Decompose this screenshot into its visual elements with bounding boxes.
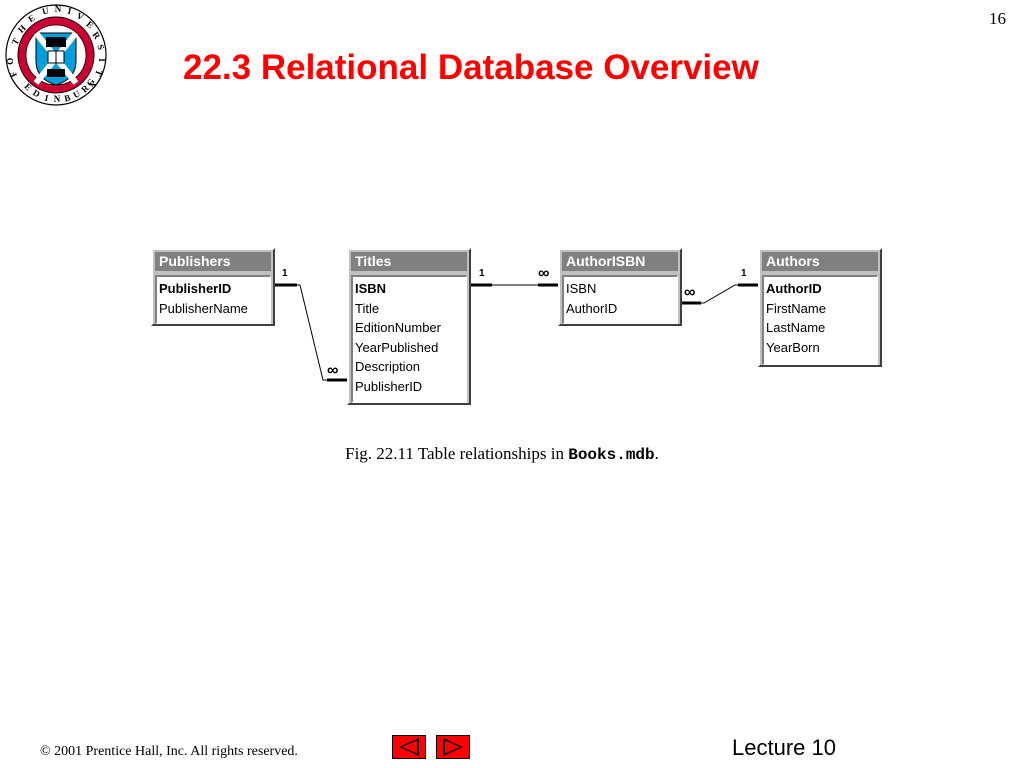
- table-publishers-header[interactable]: Publishers: [155, 252, 271, 271]
- field-yearborn[interactable]: YearBorn: [766, 339, 820, 355]
- svg-text:R: R: [90, 30, 102, 41]
- table-authorisbn[interactable]: AuthorISBN ISBN AuthorID: [558, 248, 682, 326]
- svg-text:D: D: [31, 87, 42, 99]
- rel-publishers-titles-line: [297, 284, 327, 381]
- table-authors-fields: AuthorID FirstName LastName YearBorn: [762, 275, 878, 365]
- table-authorisbn-fields: ISBN AuthorID: [562, 275, 678, 324]
- field-yearpublished[interactable]: YearPublished: [355, 339, 439, 355]
- field-firstname[interactable]: FirstName: [766, 300, 826, 316]
- arrow-right-icon: [443, 738, 463, 756]
- field-publishername[interactable]: PublisherName: [159, 300, 248, 316]
- university-seal-icon: T H E U N I V E R S I T Y O F E D I N B …: [5, 4, 107, 106]
- field-authorid[interactable]: AuthorID: [766, 281, 822, 296]
- svg-text:E: E: [22, 81, 33, 92]
- next-slide-button[interactable]: [436, 735, 470, 759]
- lecture-label: Lecture 10: [732, 735, 836, 760]
- field-editionnumber[interactable]: EditionNumber: [355, 320, 441, 336]
- field-publisherid[interactable]: PublisherID: [159, 281, 232, 296]
- field-title[interactable]: Title: [355, 300, 380, 316]
- university-logo: T H E U N I V E R S I T Y O F E D I N B …: [2, 3, 110, 107]
- rel-publishers-one-label: 1: [282, 268, 288, 279]
- slide-number: 16: [989, 9, 1006, 28]
- rel-authorisbn-authorid-many-label: ∞: [684, 284, 696, 301]
- svg-text:R: R: [79, 83, 91, 95]
- field-authorisbn-isbn[interactable]: ISBN: [566, 281, 597, 296]
- svg-text:E: E: [84, 19, 95, 31]
- svg-text:V: V: [75, 10, 86, 22]
- caption-suffix: .: [654, 444, 659, 463]
- svg-text:N: N: [55, 4, 62, 14]
- field-description[interactable]: Description: [355, 359, 421, 375]
- table-publishers-fields: PublisherID PublisherName: [155, 275, 271, 324]
- table-authorisbn-header[interactable]: AuthorISBN: [562, 252, 678, 271]
- svg-text:N: N: [54, 94, 61, 104]
- svg-text:I: I: [44, 93, 50, 104]
- svg-text:T: T: [93, 68, 104, 77]
- svg-text:G: G: [84, 77, 96, 88]
- figure-caption: Fig. 22.11 Table relationships in Books.…: [0, 444, 1004, 464]
- svg-text:B: B: [63, 93, 71, 104]
- caption-filename: Books.mdb: [568, 446, 655, 464]
- caption-prefix: Fig. 22.11 Table relationships in: [345, 444, 569, 463]
- table-authors[interactable]: Authors AuthorID FirstName LastName Year…: [758, 248, 882, 367]
- field-lastname[interactable]: LastName: [766, 320, 826, 336]
- table-publishers[interactable]: Publishers PublisherID PublisherName: [151, 248, 275, 326]
- svg-text:F: F: [7, 69, 19, 79]
- copyright-notice: © 2001 Prentice Hall, Inc. All rights re…: [40, 744, 298, 759]
- table-authors-header[interactable]: Authors: [762, 252, 878, 271]
- arrow-left-icon: [399, 738, 419, 756]
- rel-titles-one-label: 1: [479, 268, 485, 279]
- previous-slide-button[interactable]: [392, 735, 426, 759]
- rel-authorisbn-authors-line: [701, 284, 738, 304]
- svg-text:I: I: [67, 6, 73, 17]
- field-isbn[interactable]: ISBN: [355, 281, 387, 296]
- svg-text:Y: Y: [86, 79, 98, 90]
- rel-authors-one-label: 1: [741, 268, 747, 279]
- svg-text:T: T: [10, 36, 22, 46]
- svg-text:U: U: [71, 88, 82, 100]
- table-titles-fields: ISBN Title EditionNumber YearPublished D…: [351, 275, 467, 403]
- page-title: 22.3 Relational Database Overview: [183, 48, 759, 87]
- field-authorisbn-authorid[interactable]: AuthorID: [566, 300, 618, 316]
- svg-text:I: I: [97, 58, 107, 62]
- svg-text:E: E: [26, 13, 36, 25]
- field-publisherid-fk[interactable]: PublisherID: [355, 378, 423, 394]
- rel-titles-many-label: ∞: [327, 362, 339, 379]
- svg-text:U: U: [41, 5, 50, 16]
- svg-text:S: S: [95, 43, 106, 51]
- table-titles[interactable]: Titles ISBN Title EditionNumber YearPubl…: [347, 248, 471, 405]
- svg-text:O: O: [5, 57, 16, 65]
- table-titles-header[interactable]: Titles: [351, 252, 467, 271]
- rel-authorisbn-many-label: ∞: [538, 265, 550, 282]
